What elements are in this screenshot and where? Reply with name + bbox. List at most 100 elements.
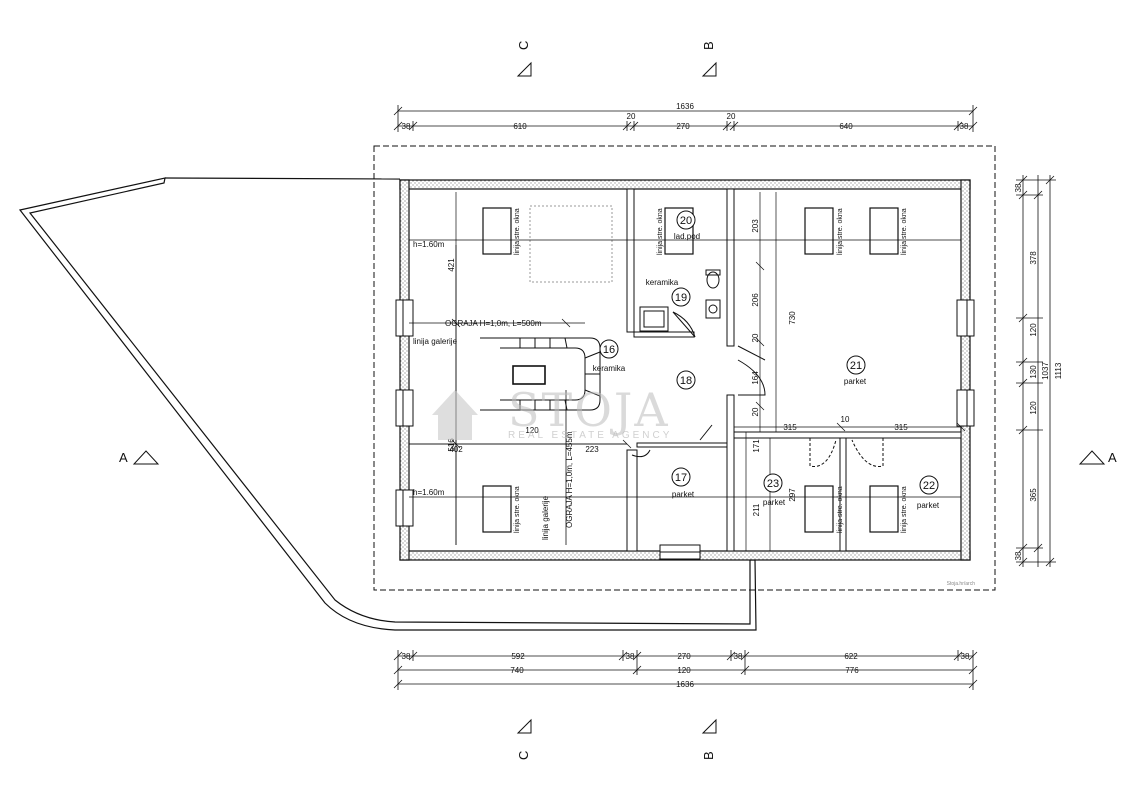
dim-right-seg4: 120 [1029, 401, 1038, 415]
dim-bottom-seg3: 622 [844, 652, 858, 661]
dim-120: 120 [525, 426, 539, 435]
svg-text:lad.pod: lad.pod [674, 232, 700, 241]
svg-text:A: A [119, 450, 128, 465]
dim-right-sub: 1037 [1041, 362, 1050, 380]
dim-bottom-sub2: 120 [677, 666, 691, 675]
dim-203: 203 [751, 219, 760, 233]
roof-window [804, 485, 834, 533]
dimension-chain-bottom [393, 650, 978, 690]
svg-text:keramika: keramika [593, 364, 626, 373]
section-marker-c-top: C [516, 41, 532, 77]
dim-top-gap1: 20 [627, 112, 636, 121]
bathroom-fixtures [639, 269, 721, 338]
dim-top-seg3: 640 [839, 122, 853, 131]
roof-window-label: linija stre. okna [837, 208, 844, 255]
section-marker-b-bottom: B [701, 718, 717, 760]
svg-text:21: 21 [850, 360, 862, 372]
svg-text:16: 16 [603, 344, 615, 356]
section-marker-a-left: A [119, 450, 160, 465]
svg-text:REAL ESTATE AGENCY: REAL ESTATE AGENCY [508, 430, 672, 441]
dim-top-seg1: 610 [513, 122, 527, 131]
room-19: 19 keramika [646, 278, 691, 307]
dim-right-total: 1113 [1054, 362, 1063, 379]
section-marker-a-right: A [1078, 450, 1117, 465]
dim-206: 206 [751, 293, 760, 307]
dim-bottom-sub3: 776 [845, 666, 859, 675]
dim-20b: 20 [751, 407, 760, 416]
dimension-chain-top [393, 105, 978, 132]
room-18: 18 [676, 370, 696, 390]
room-22: 22 parket [917, 475, 940, 510]
dim-10: 10 [841, 415, 850, 424]
dim-171: 171 [752, 439, 761, 453]
dimension-chain-right [1016, 175, 1056, 567]
svg-text:STOJA: STOJA [508, 383, 670, 437]
dim-315a: 315 [783, 423, 797, 432]
dim-right-seg3: 130 [1029, 365, 1038, 379]
dim-20a: 20 [751, 333, 760, 342]
dim-top-total: 1636 [676, 102, 694, 111]
svg-text:22: 22 [923, 480, 935, 492]
height-note-top: h=1.60m [413, 240, 445, 249]
dim-bottom-end-right: 38 [961, 652, 970, 661]
roof-window-label: linija stre. okna [901, 208, 908, 255]
railing-note-horizontal: OGRAJA H=1,0m, L=500m [445, 319, 542, 328]
roof-window-label: linija stre. okna [514, 486, 521, 533]
dim-bottom-end-left: 38 [402, 652, 411, 661]
interior-walls [626, 188, 962, 552]
svg-text:parket: parket [844, 377, 867, 386]
gallery-line-label-1: linija galerije [413, 337, 458, 346]
interior-dimension-lines [409, 192, 966, 551]
watermark: STOJA REAL ESTATE AGENCY [432, 383, 672, 441]
dim-516: 516 [447, 438, 456, 452]
gallery-line-label-2: linija galerije [541, 495, 550, 540]
dim-top-end-right: 38 [960, 122, 969, 131]
dim-bottom-seg1: 592 [511, 652, 525, 661]
roof-windows [482, 207, 899, 533]
roof-window [869, 485, 899, 533]
footer-note: Stoja.hr/arch [947, 581, 976, 587]
dim-top-gap2: 20 [727, 112, 736, 121]
dim-right-bottom-end: 38 [1014, 551, 1023, 560]
dim-164: 164 [751, 371, 760, 385]
roof-window [482, 485, 512, 533]
railing-note-vertical: OGRAJA H=1,0m, L=455m [565, 431, 574, 528]
dim-223: 223 [585, 445, 599, 454]
dim-top-seg2: 270 [676, 122, 690, 131]
terrace-outline [18, 177, 757, 631]
roof-window-label: linija stre. okna [837, 486, 844, 533]
dim-bottom-sub1: 740 [510, 666, 524, 675]
svg-text:C: C [516, 41, 531, 50]
svg-text:17: 17 [675, 472, 687, 484]
dim-bottom-end-mid2: 38 [734, 652, 743, 661]
window-markers [395, 299, 975, 560]
dim-right-seg5: 365 [1029, 488, 1038, 502]
svg-text:A: A [1108, 450, 1117, 465]
svg-text:B: B [701, 41, 716, 50]
height-note-bottom: h=1.60m [413, 488, 445, 497]
dim-bottom-total: 1636 [676, 680, 694, 689]
roof-window-label: linija stre. okna [514, 208, 521, 255]
dim-right-seg1: 378 [1029, 251, 1038, 265]
svg-text:parket: parket [917, 501, 940, 510]
roof-window [869, 207, 899, 255]
dim-211: 211 [752, 503, 761, 516]
room-21: 21 parket [844, 355, 867, 386]
room-23: 23 parket [763, 473, 786, 507]
roof-window-label: linija stre. okna [657, 208, 664, 255]
svg-text:23: 23 [767, 478, 779, 490]
roof-window [804, 207, 834, 255]
dim-top-end-left: 38 [402, 122, 411, 131]
skylight-outline [529, 205, 613, 283]
room-16: 16 keramika [593, 339, 626, 373]
dim-bottom-seg2: 270 [677, 652, 691, 661]
svg-text:keramika: keramika [646, 278, 679, 287]
svg-text:18: 18 [680, 375, 692, 387]
svg-text:parket: parket [763, 498, 786, 507]
dim-730: 730 [788, 311, 797, 325]
room-17: 17 parket [671, 467, 695, 499]
roof-outline [373, 145, 996, 591]
dim-right-top-end: 38 [1014, 183, 1023, 192]
roof-window [482, 207, 512, 255]
